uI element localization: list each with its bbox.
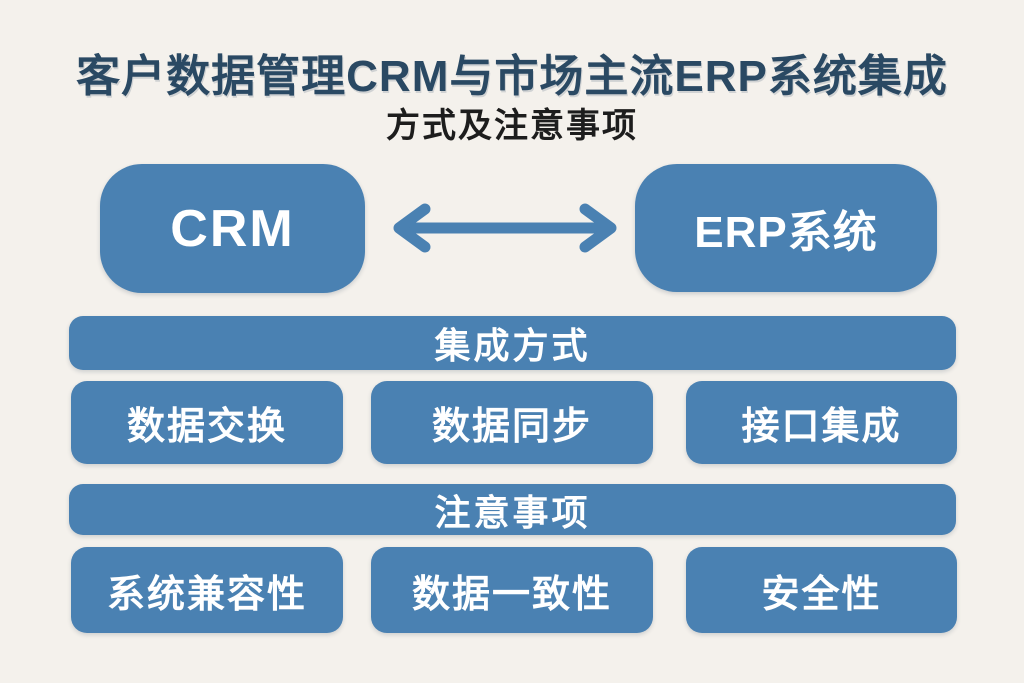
item-data-sync: 数据同步 — [371, 381, 653, 464]
erp-node-label: ERP系统 — [694, 208, 878, 257]
item-data-exchange: 数据交换 — [71, 381, 343, 464]
erp-node: ERP系统 — [635, 164, 937, 292]
crm-node-label: CRM — [170, 199, 295, 258]
item-interface-integration: 接口集成 — [686, 381, 957, 464]
section-header-integration-methods: 集成方式 — [69, 316, 956, 370]
section-header-notes: 注意事项 — [69, 484, 956, 535]
page-title: 客户数据管理CRM与市场主流ERP系统集成 — [76, 52, 948, 101]
item-security: 安全性 — [686, 547, 957, 633]
item-data-consistency: 数据一致性 — [371, 547, 653, 633]
item-system-compatibility: 系统兼容性 — [71, 547, 343, 633]
crm-node: CRM — [100, 164, 365, 293]
double-arrow-icon — [393, 203, 617, 253]
page-subtitle: 方式及注意事项 — [386, 107, 638, 145]
